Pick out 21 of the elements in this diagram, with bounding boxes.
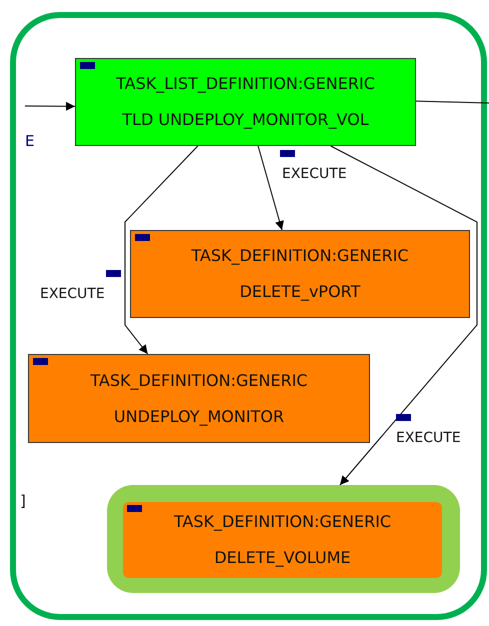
task-box [28, 354, 370, 443]
frame-border [10, 12, 487, 620]
connector-line [416, 100, 489, 104]
highlight-box [107, 485, 460, 593]
arrow [330, 146, 478, 486]
node-text: DELETE_vPORT [240, 282, 360, 301]
task-box [130, 230, 470, 318]
node-text: TASK_DEFINITION:GENERIC [191, 246, 409, 265]
arrow [124, 146, 198, 354]
node-text: TASK_DEFINITION:GENERIC [90, 370, 308, 390]
arrow [24, 102, 76, 111]
node-text: DELETE_VOLUME [214, 548, 351, 567]
task-box [123, 502, 442, 578]
node-text: TLD UNDEPLOY_MONITOR_VOL [122, 110, 369, 129]
label-text: ] [20, 492, 26, 510]
label-text: E [25, 132, 34, 150]
task-list-box [75, 58, 416, 146]
node-text: TASK_DEFINITION:GENERIC [174, 512, 392, 531]
node-text: UNDEPLOY_MONITOR [114, 406, 284, 426]
arrow [258, 146, 284, 230]
node-text: TASK_LIST_DEFINITION:GENERIC [116, 74, 375, 93]
